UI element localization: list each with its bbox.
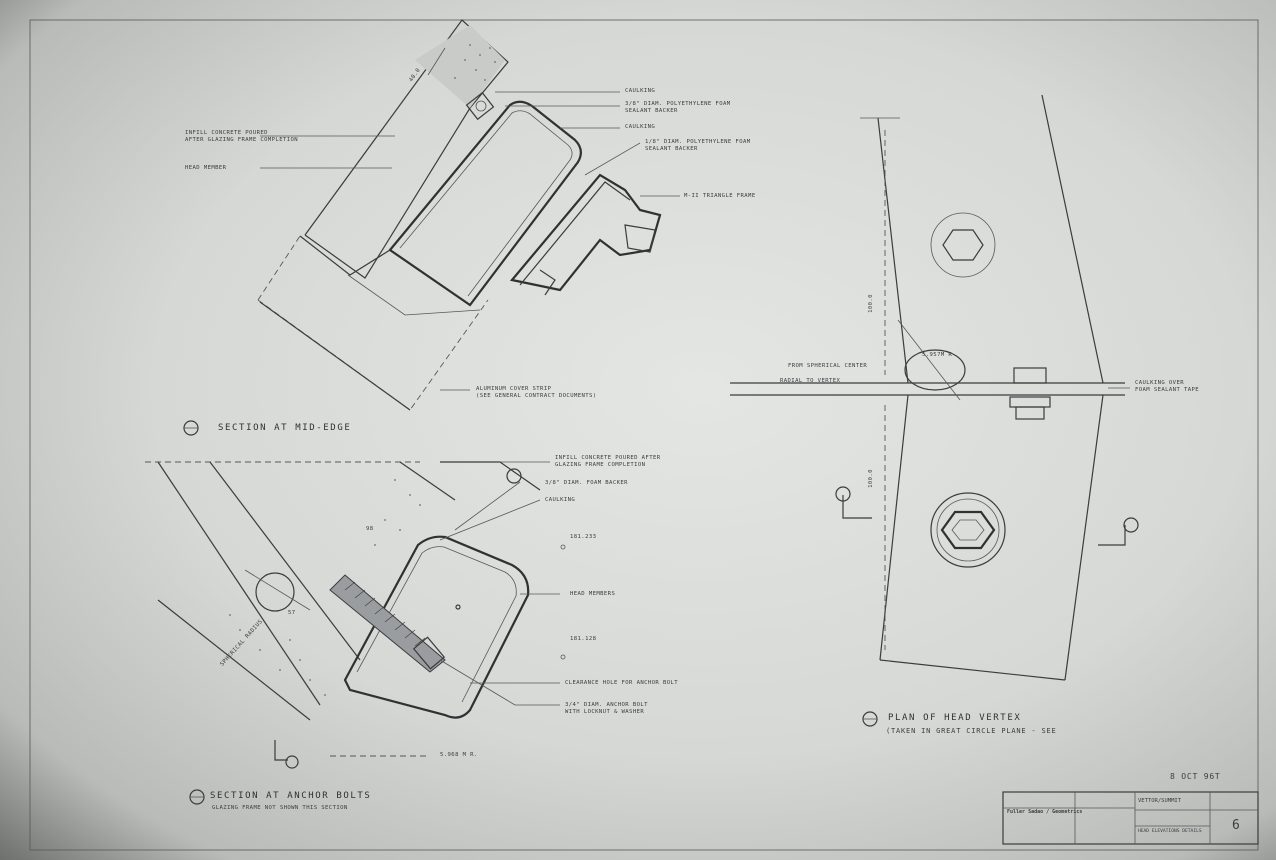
vertex-label-from-center: FROM SPHERICAL CENTER [788,363,868,369]
mid-edge-label-aluminum-strip: ALUMINUM COVER STRIP [476,386,552,392]
mid-edge-section-drawing [257,19,680,411]
anchor-label-dim-b: 57 [288,610,296,616]
sheet-border [29,19,1259,851]
vertex-subtitle: (TAKEN IN GREAT CIRCLE PLANE - SEE [886,727,1057,735]
anchor-label-head-member: HEAD MEMBERS [570,591,616,597]
mid-edge-label-foam-backer-1: 3/8" DIAM. POLYETHYLENE FOAM [625,101,731,107]
mid-edge-label-caulking-top: CAULKING [625,88,656,94]
mid-edge-title: SECTION AT MID-EDGE [218,423,352,433]
vertex-label-radius-tag: 5.957M R [922,352,953,358]
anchor-title: SECTION AT ANCHOR BOLTS [210,791,372,801]
anchor-label-elev-2: 181.128 [570,636,597,642]
mid-edge-label-aluminum-strip-b: (SEE GENERAL CONTRACT DOCUMENTS) [476,393,597,399]
anchor-label-anchor-bolt-b: WITH LOCKNUT & WASHER [565,709,645,715]
mid-edge-label-foam-backer-1b: SEALANT BACKER [625,108,678,114]
anchor-label-anchor-bolt: 3/4" DIAM. ANCHOR BOLT [565,702,648,708]
vertex-label-radial: RADIAL TO VERTEX [780,378,841,384]
vertex-title: PLAN OF HEAD VERTEX [888,713,1022,723]
anchor-subtitle: GLAZING FRAME NOT SHOWN THIS SECTION [212,805,348,811]
anchor-label-infill-b: GLAZING FRAME COMPLETION [555,462,646,468]
title-block-project: VETTOR/SUMMIT [1138,798,1182,804]
head-vertex-plan-drawing [730,94,1139,681]
anchor-label-dim-a: 98 [366,526,374,532]
mid-edge-label-triangle-frame: M-II TRIANGLE FRAME [684,193,756,199]
anchor-label-foam-backer: 3/8" DIAM. FOAM BACKER [545,480,628,486]
anchor-bolt-section-drawing [145,461,566,769]
mid-edge-label-infill-concrete: INFILL CONCRETE POURED [185,130,268,136]
anchor-label-radius: 5.968 M R. [440,752,478,758]
title-block-drawing-title: HEAD ELEVATIONS DETAILS [1138,829,1202,834]
vertex-label-caulking-foam-b: FOAM SEALANT TAPE [1135,387,1200,393]
anchor-label-clearance-hole: CLEARANCE HOLE FOR ANCHOR BOLT [565,680,679,686]
detail-marker-mid-edge [183,420,199,436]
anchor-label-infill: INFILL CONCRETE POURED AFTER [555,455,661,461]
detail-marker-anchor-bolts [189,789,205,805]
mid-edge-label-foam-backer-2: 1/8" DIAM. POLYETHYLENE FOAM [645,139,751,145]
title-block-frame [1002,791,1259,845]
vertex-label-caulking-foam: CAULKING OVER [1135,380,1184,386]
title-block-date: 8 OCT 96T [1170,772,1221,781]
detail-marker-head-vertex [862,711,878,727]
vertex-label-dim-1: 100.0 [867,294,874,313]
vertex-label-dim-2: 100.0 [867,469,874,488]
mid-edge-label-infill-concrete-b: AFTER GLAZING FRAME COMPLETION [185,137,299,143]
title-block-sheet-number: 6 [1232,818,1241,833]
mid-edge-label-caulking-2: CAULKING [625,124,656,130]
anchor-label-elev-1: 181.233 [570,534,597,540]
mid-edge-label-head-member: HEAD MEMBER [185,165,227,171]
title-block-firm: Fuller Sadao / Geometrics [1007,809,1083,815]
mid-edge-label-foam-backer-2b: SEALANT BACKER [645,146,698,152]
anchor-label-caulking: CAULKING [545,497,576,503]
